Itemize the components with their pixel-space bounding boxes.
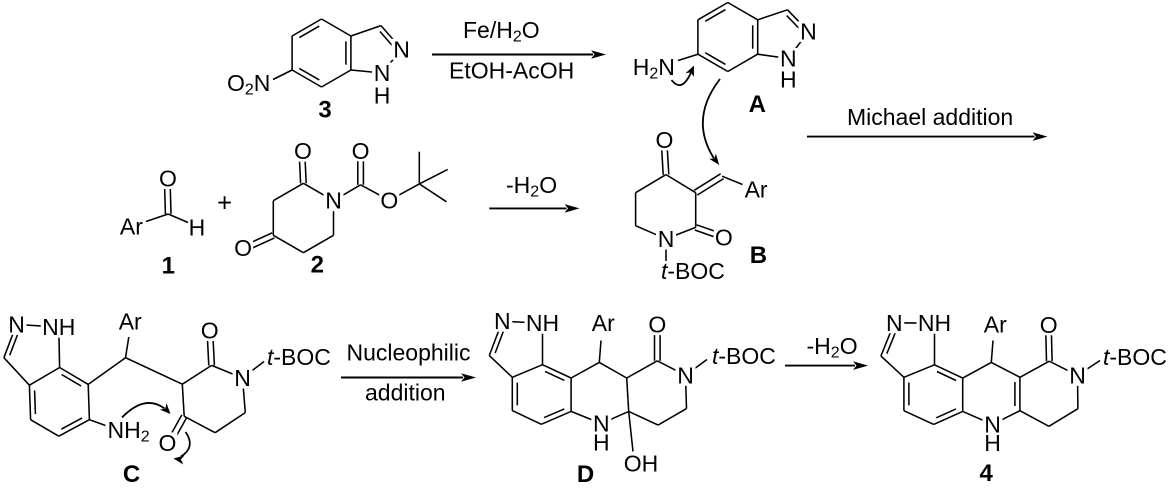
svg-text:O: O bbox=[158, 430, 176, 456]
svg-text:H: H bbox=[189, 214, 206, 240]
svg-text:t-BOC: t-BOC bbox=[1103, 344, 1167, 370]
svg-text:H: H bbox=[984, 430, 1001, 456]
svg-text:O: O bbox=[655, 127, 673, 153]
svg-text:O: O bbox=[159, 166, 177, 192]
svg-text:N: N bbox=[677, 362, 694, 388]
svg-text:D: D bbox=[577, 461, 594, 485]
svg-text:Michael addition: Michael addition bbox=[847, 104, 1013, 130]
svg-text:H: H bbox=[593, 430, 610, 456]
svg-text:addition: addition bbox=[365, 380, 446, 406]
svg-text:N: N bbox=[494, 308, 511, 334]
svg-text:N: N bbox=[393, 36, 410, 62]
svg-text:O: O bbox=[201, 317, 219, 343]
svg-text:Ar: Ar bbox=[984, 311, 1007, 337]
svg-text:-H2O: -H2O bbox=[807, 333, 858, 361]
svg-text:Fe/H2O: Fe/H2O bbox=[463, 17, 540, 45]
svg-text:H: H bbox=[780, 67, 797, 93]
svg-text:t-BOC: t-BOC bbox=[712, 343, 776, 369]
svg-text:NH: NH bbox=[42, 314, 75, 340]
svg-text:Ar: Ar bbox=[592, 310, 615, 336]
svg-text:N: N bbox=[1069, 362, 1086, 388]
svg-text:Ar: Ar bbox=[119, 309, 142, 335]
svg-text:t-BOC: t-BOC bbox=[661, 258, 725, 284]
svg-text:3: 3 bbox=[318, 97, 331, 124]
svg-text:O: O bbox=[294, 138, 312, 164]
svg-text:NH: NH bbox=[526, 310, 559, 336]
svg-text:O: O bbox=[352, 138, 370, 164]
svg-text:N: N bbox=[800, 18, 817, 44]
svg-text:t-BOC: t-BOC bbox=[267, 344, 331, 370]
svg-text:2: 2 bbox=[311, 252, 324, 279]
svg-text:NH: NH bbox=[918, 310, 951, 336]
svg-text:EtOH-AcOH: EtOH-AcOH bbox=[449, 58, 574, 84]
svg-text:Ar: Ar bbox=[745, 176, 768, 202]
svg-text:4: 4 bbox=[980, 460, 994, 485]
svg-text:O: O bbox=[715, 224, 733, 250]
svg-text:N: N bbox=[234, 365, 251, 391]
svg-text:-H2O: -H2O bbox=[506, 172, 557, 200]
svg-text:1: 1 bbox=[162, 252, 175, 279]
svg-text:O: O bbox=[234, 235, 252, 261]
svg-text:Nucleophilic: Nucleophilic bbox=[347, 339, 471, 365]
svg-text:N: N bbox=[658, 226, 675, 252]
svg-text:N: N bbox=[8, 311, 25, 337]
svg-text:A: A bbox=[749, 91, 766, 118]
svg-text:Ar: Ar bbox=[120, 214, 143, 240]
svg-text:O: O bbox=[380, 187, 398, 213]
svg-text:OH: OH bbox=[624, 451, 659, 477]
svg-text:N: N bbox=[886, 310, 903, 336]
svg-text:O: O bbox=[1040, 312, 1058, 338]
svg-text:O: O bbox=[648, 312, 666, 338]
svg-text:C: C bbox=[123, 461, 140, 485]
svg-text:B: B bbox=[750, 242, 767, 269]
svg-text:+: + bbox=[217, 188, 232, 218]
svg-text:H: H bbox=[374, 83, 391, 109]
svg-text:N: N bbox=[325, 188, 342, 214]
